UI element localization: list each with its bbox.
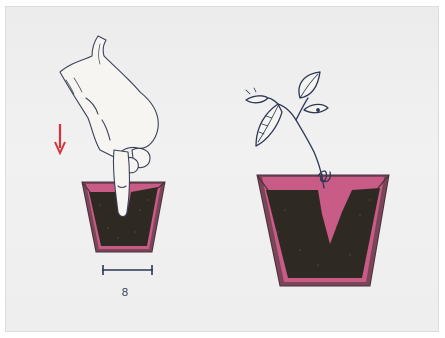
measurement-label: 8 xyxy=(122,286,129,299)
pot-icon xyxy=(257,175,389,286)
down-arrow-icon xyxy=(55,124,65,153)
dimension-icon xyxy=(102,265,153,275)
seedling-icon xyxy=(246,72,330,188)
